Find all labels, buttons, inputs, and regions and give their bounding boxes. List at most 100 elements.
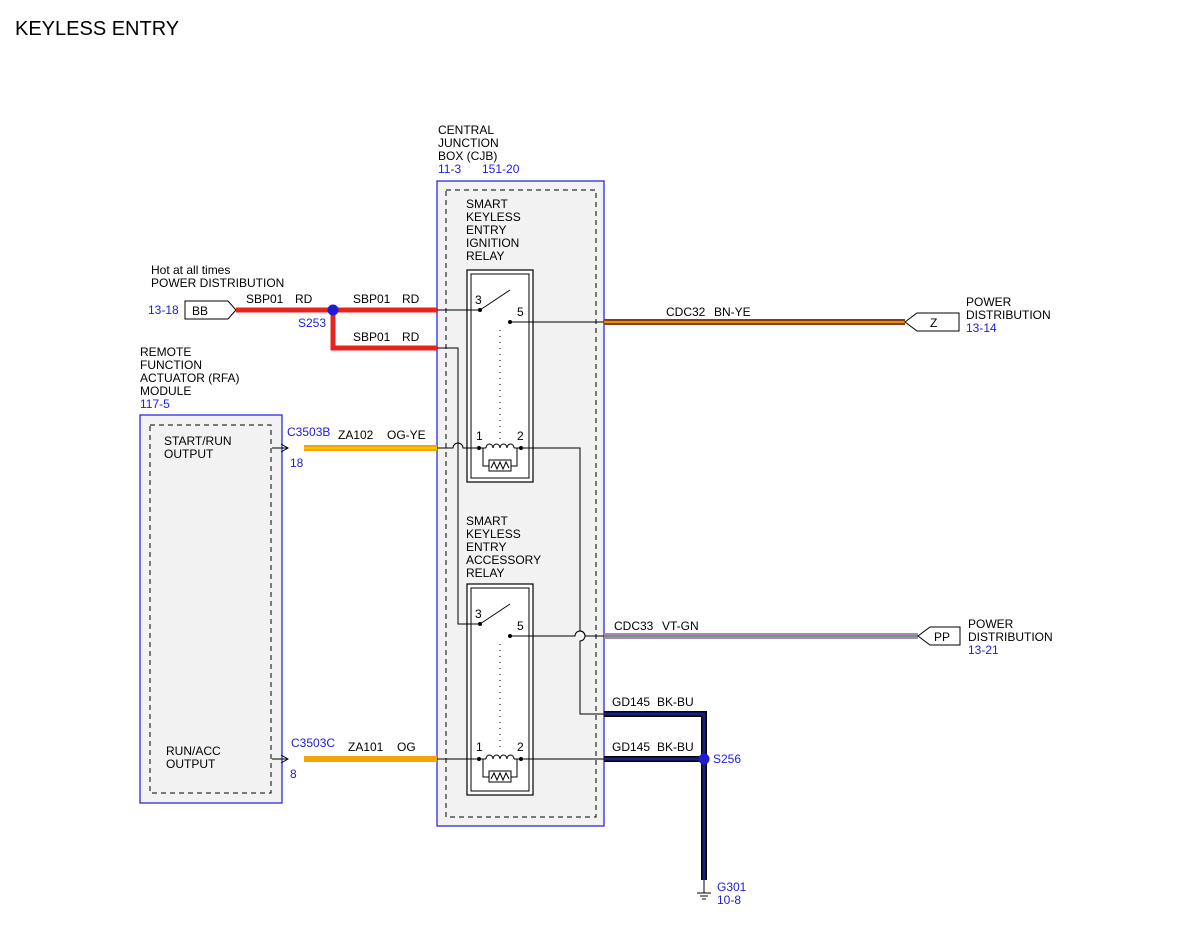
ignition-relay-pin3: 3 <box>475 293 482 307</box>
rfa-outline <box>139 414 283 804</box>
wire-sbp01-c-circuit: SBP01 <box>353 330 391 344</box>
wire-za101-color: OG <box>397 740 416 754</box>
cjb-ref-1: 11-3 <box>438 162 461 176</box>
gd145-ground-wires: GD145 BK-BU GD145 BK-BU S256 G301 10-8 <box>604 695 747 907</box>
accessory-relay-label-5: RELAY <box>466 566 504 580</box>
rfa-module: REMOTE FUNCTION ACTUATOR (RFA) MODULE 11… <box>139 345 335 804</box>
rfa-run-acc-arrow <box>272 754 290 764</box>
ignition-relay-pin5: 5 <box>517 305 524 319</box>
accessory-relay-label-4: ACCESSORY <box>466 553 541 567</box>
ignition-relay-switch-arm <box>479 289 511 311</box>
wire-sbp01-c-color: RD <box>402 330 420 344</box>
accessory-relay: SMART KEYLESS ENTRY ACCESSORY RELAY 3 5 … <box>466 514 541 796</box>
accessory-relay-resistor <box>488 770 512 783</box>
hot-source-label-2: POWER DISTRIBUTION <box>151 276 284 290</box>
rfa-start-run-1: START/RUN <box>164 434 232 448</box>
accessory-relay-pin2: 2 <box>517 740 524 754</box>
wire-sbp01-b-circuit: SBP01 <box>353 292 391 306</box>
wire-gd145-b-color: BK-BU <box>657 740 694 754</box>
wire-gd145-b-circuit: GD145 <box>612 740 650 754</box>
accessory-relay-coil <box>485 754 515 760</box>
dest-z-page: 13-14 <box>966 321 997 335</box>
dest-pp-label-1: POWER <box>968 617 1014 631</box>
accessory-relay-label-3: ENTRY <box>466 540 506 554</box>
ignition-relay-label-5: RELAY <box>466 249 504 263</box>
connector-pp <box>917 626 961 646</box>
page-title: KEYLESS ENTRY <box>15 18 179 40</box>
ignition-relay-inner <box>470 273 530 479</box>
sbp01-wires: BB 13-18 Hot at all times POWER DISTRIBU… <box>148 263 437 351</box>
ign-coil-pin1-wire <box>437 442 479 449</box>
ignition-relay-resistor-zigzag <box>490 460 510 471</box>
wire-cdc33-color: VT-GN <box>662 619 699 633</box>
rfa-label-4: MODULE <box>140 384 191 398</box>
hot-source-label-1: Hot at all times <box>151 263 230 277</box>
ignition-relay-resistor <box>488 459 512 472</box>
ignition-relay: SMART KEYLESS ENTRY IGNITION RELAY 3 5 1… <box>466 197 534 483</box>
hot-source-page: 13-18 <box>148 303 179 317</box>
rfa-label-2: FUNCTION <box>140 358 202 372</box>
wire-sbp01-b-color: RD <box>402 292 420 306</box>
wire-gd145-a-stripe <box>604 712 706 880</box>
rfa-pin-8: 8 <box>290 767 297 781</box>
splice-s253-label: S253 <box>298 316 326 330</box>
acc-pin5-wire <box>510 630 604 637</box>
rfa-ref: 117-5 <box>140 397 170 411</box>
rfa-conn-c3503b: C3503B <box>287 425 330 439</box>
ground-page: 10-8 <box>717 893 741 907</box>
dest-z-label-2: DISTRIBUTION <box>966 308 1051 322</box>
cdc32-wire-group: CDC32 BN-YE Z POWER DISTRIBUTION 13-14 <box>604 295 1051 335</box>
dest-z-label-1: POWER <box>966 295 1012 309</box>
cjb-internal-wiring <box>437 309 604 760</box>
wire-za101-circuit: ZA101 <box>348 740 384 754</box>
connector-z-label: Z <box>930 316 937 330</box>
wire-cdc32-color: BN-YE <box>714 305 751 319</box>
connector-pp-label: PP <box>934 630 950 644</box>
splice-s253-dot <box>327 304 339 316</box>
acc-pin3-feed-wire <box>437 347 480 625</box>
rfa-conn-c3503c: C3503C <box>291 736 335 750</box>
wire-sbp01-a-color: RD <box>295 292 313 306</box>
ignition-relay-label-4: IGNITION <box>466 236 519 250</box>
cjb-label-2: JUNCTION <box>438 136 499 150</box>
ground-name: G301 <box>717 880 747 894</box>
splice-s256-dot <box>698 753 710 765</box>
ignition-relay-label-1: SMART <box>466 197 508 211</box>
rfa-inner-dashed <box>149 424 272 794</box>
rfa-run-acc-1: RUN/ACC <box>166 744 221 758</box>
rfa-start-run-2: OUTPUT <box>164 447 214 461</box>
accessory-relay-label-1: SMART <box>466 514 508 528</box>
ignition-relay-pin2: 2 <box>517 429 524 443</box>
accessory-relay-pin5: 5 <box>517 619 524 633</box>
accessory-relay-label-2: KEYLESS <box>466 527 521 541</box>
cjb-inner-dashed <box>445 189 597 818</box>
wire-gd145-a <box>604 711 707 880</box>
rfa-start-run-arrow <box>272 443 290 453</box>
accessory-relay-switch-arm <box>479 603 511 625</box>
connector-bb <box>184 300 237 320</box>
rfa-run-acc-2: OUTPUT <box>166 757 216 771</box>
accessory-relay-resistor-zigzag <box>490 771 510 782</box>
wire-gd145-a-color: BK-BU <box>657 695 694 709</box>
wire-za102-circuit: ZA102 <box>338 428 374 442</box>
wire-za102-color: OG-YE <box>387 428 426 442</box>
accessory-relay-pin3: 3 <box>475 607 482 621</box>
cjb-ref-2: 151-20 <box>482 162 520 176</box>
splice-s256-label: S256 <box>713 752 741 766</box>
rfa-pin-18: 18 <box>290 456 304 470</box>
cjb-label-1: CENTRAL <box>438 123 494 137</box>
dest-pp-label-2: DISTRIBUTION <box>968 630 1053 644</box>
wire-sbp01-branch <box>330 310 437 351</box>
ignition-relay-pin1: 1 <box>476 429 483 443</box>
wire-gd145-a-circuit: GD145 <box>612 695 650 709</box>
ignition-relay-coil <box>485 443 515 449</box>
za-wires: ZA102 OG-YE ZA101 OG <box>304 428 437 762</box>
ignition-relay-label-3: ENTRY <box>466 223 506 237</box>
ignition-relay-label-2: KEYLESS <box>466 210 521 224</box>
dest-pp-page: 13-21 <box>968 643 999 657</box>
accessory-relay-pin1: 1 <box>476 740 483 754</box>
rfa-label-1: REMOTE <box>140 345 191 359</box>
rfa-label-3: ACTUATOR (RFA) <box>140 371 240 385</box>
cdc33-wire-group: CDC33 VT-GN PP POWER DISTRIBUTION 13-21 <box>604 617 1053 657</box>
